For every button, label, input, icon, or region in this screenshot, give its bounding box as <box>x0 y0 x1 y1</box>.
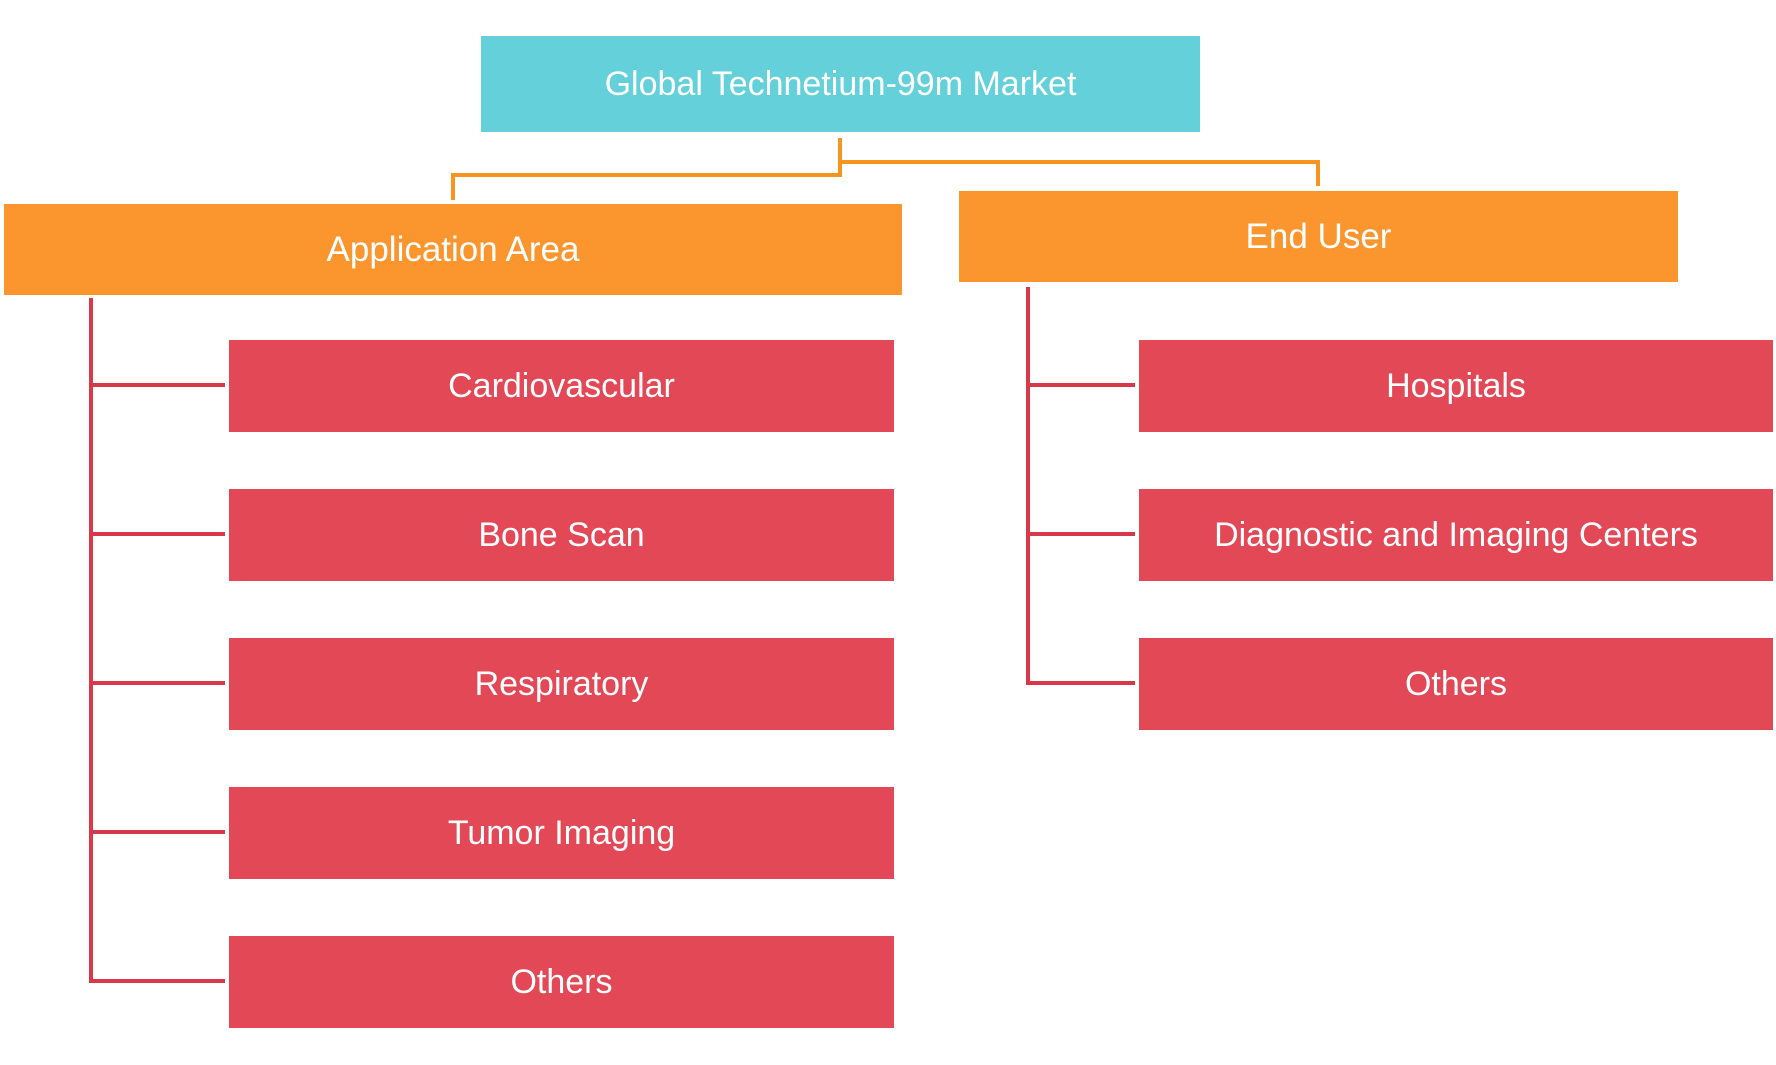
leaf-node-others-application: Others <box>229 936 894 1028</box>
leaf-label: Hospitals <box>1386 366 1526 405</box>
leaf-node-bone-scan: Bone Scan <box>229 489 894 581</box>
root-to-application-connector <box>451 138 842 200</box>
leaf-label: Others <box>1404 664 1508 703</box>
leaf-label: Others <box>510 962 613 1001</box>
end-user-connectors <box>1026 287 1135 685</box>
leaf-label: Respiratory <box>474 664 649 703</box>
leaf-label: Bone Scan <box>478 515 645 554</box>
leaf-node-others-end-user: Others <box>1139 638 1773 730</box>
leaf-node-hospitals: Hospitals <box>1139 340 1773 432</box>
application-area-connectors <box>89 298 225 983</box>
category-label: Application Area <box>326 229 580 269</box>
leaf-node-tumor-imaging: Tumor Imaging <box>229 787 894 879</box>
leaf-label: Tumor Imaging <box>447 813 676 852</box>
category-node-end-user: End User <box>959 191 1678 282</box>
root-to-end-user-connector <box>840 160 1320 186</box>
leaf-node-respiratory: Respiratory <box>229 638 894 730</box>
category-label: End User <box>1245 216 1392 256</box>
root-node-label: Global Technetium-99m Market <box>604 64 1077 103</box>
root-node: Global Technetium-99m Market <box>481 36 1200 132</box>
leaf-label: Cardiovascular <box>448 366 675 405</box>
leaf-node-diagnostic-imaging-centers: Diagnostic and Imaging Centers <box>1139 489 1773 581</box>
leaf-label: Diagnostic and Imaging Centers <box>1214 515 1698 554</box>
category-node-application-area: Application Area <box>4 204 902 295</box>
root-connectors <box>451 138 1320 200</box>
leaf-node-cardiovascular: Cardiovascular <box>229 340 894 432</box>
